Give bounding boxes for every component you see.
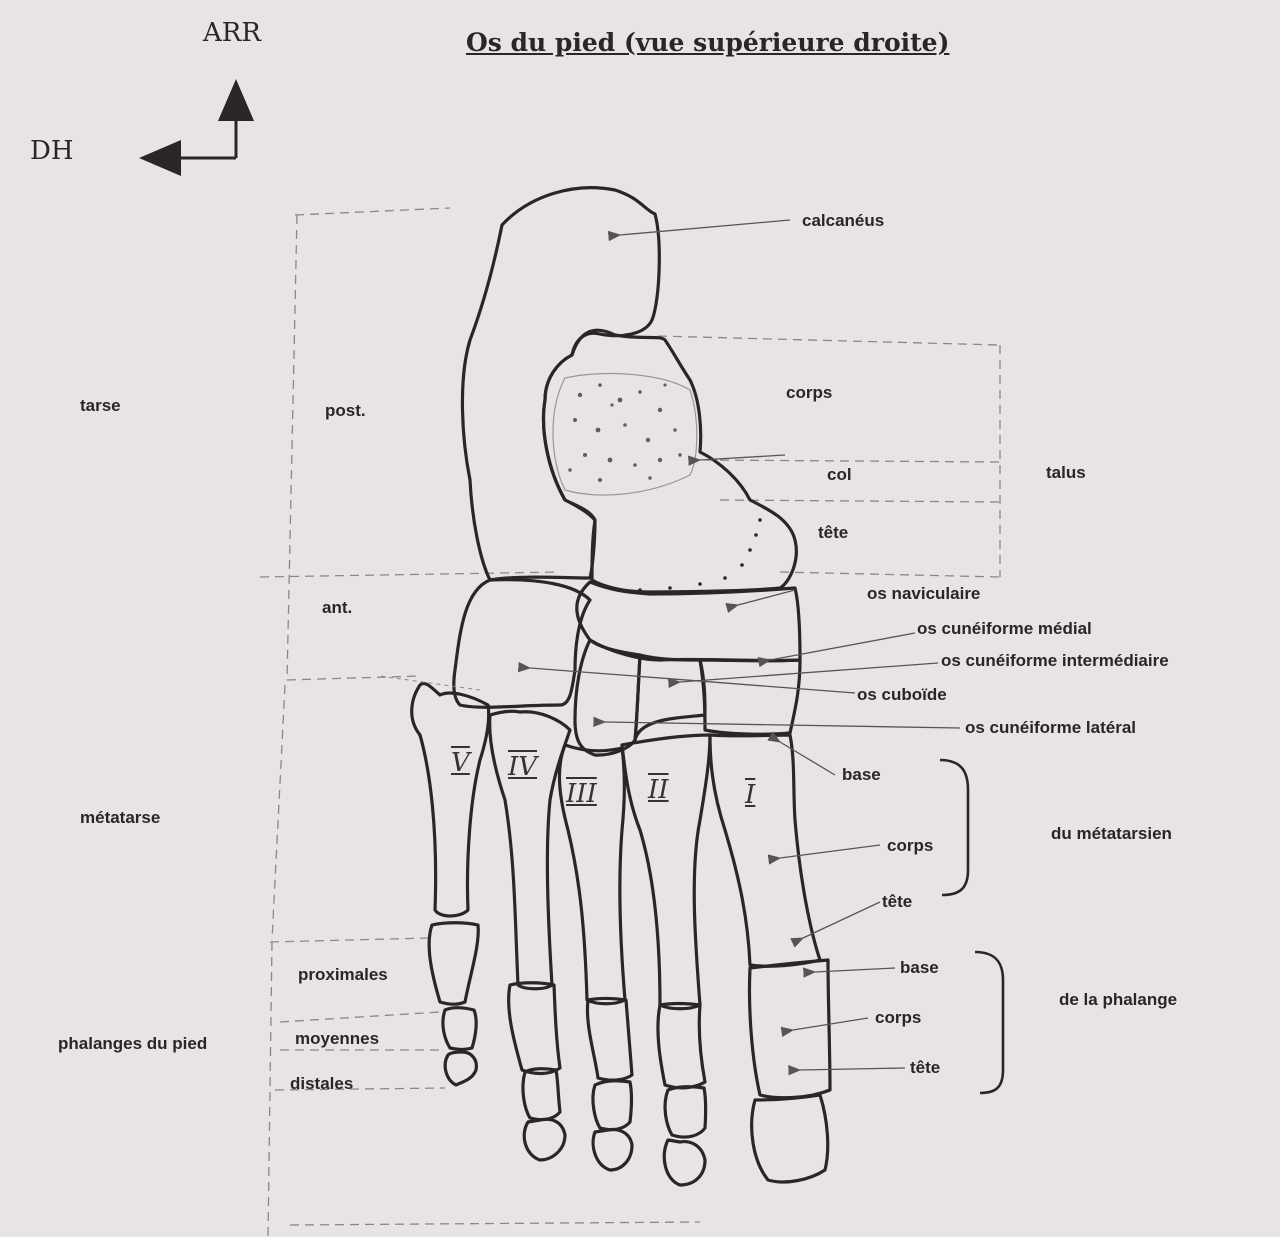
metatarsal-I-numeral: I — [745, 780, 756, 810]
phalanges-moyennes-label: moyennes — [295, 1029, 380, 1048]
orientation-dh-label: DH — [30, 136, 74, 166]
metatarsal-tete-label: tête — [882, 892, 913, 911]
joint-dots — [608, 518, 762, 592]
metatarsal-IV-numeral: IV — [508, 752, 538, 782]
phalanx-corps-label: corps — [875, 1008, 922, 1027]
calcaneus-label: calcanéus — [802, 211, 885, 230]
metatarsal-corps-label: corps — [887, 836, 934, 855]
cuboide-label: os cuboïde — [857, 685, 947, 704]
region-guides — [259, 207, 1001, 1237]
talus-label: talus — [1046, 463, 1086, 482]
orientation-arrows — [139, 79, 254, 176]
metatarsal-group-label: du métatarsien — [1051, 824, 1172, 843]
talus-corps-label: corps — [786, 383, 833, 402]
cuneiforme-intermediaire-label: os cunéiforme intermédiaire — [941, 651, 1169, 670]
region-tarse-label: tarse — [80, 396, 121, 415]
metatarsal-II-numeral: II — [648, 775, 669, 805]
phalanges-distales-label: distales — [290, 1074, 354, 1093]
metatarsal-III-numeral: III — [566, 779, 597, 809]
talus-texture — [552, 372, 698, 496]
metatarsal-base-label: base — [842, 765, 881, 784]
phalanx-base-label: base — [900, 958, 939, 977]
leader-lines — [517, 219, 961, 1076]
talus-tete-label: tête — [818, 523, 849, 542]
bone-outlines — [410, 186, 832, 1187]
naviculaire-label: os naviculaire — [867, 584, 981, 603]
tarse-ant-label: ant. — [322, 598, 353, 617]
talus-col-label: col — [827, 465, 852, 484]
tarse-post-label: post. — [325, 401, 366, 420]
cuneiforme-lateral-label: os cunéiforme latéral — [965, 718, 1137, 737]
phalanges-proximales-label: proximales — [298, 965, 388, 984]
phalanx-group-label: de la phalange — [1059, 990, 1178, 1009]
orientation-arr-label: ARR — [203, 18, 261, 48]
metatarsal-V-numeral: V — [451, 748, 470, 778]
diagram-title: Os du pied (vue supérieure droite) — [466, 28, 950, 57]
region-metatarse-label: métatarse — [80, 808, 161, 827]
cuneiforme-medial-label: os cunéiforme médial — [917, 619, 1092, 638]
phalanx-tete-label: tête — [910, 1058, 941, 1077]
region-phalanges-label: phalanges du pied — [58, 1034, 208, 1053]
brackets — [939, 758, 1005, 1095]
